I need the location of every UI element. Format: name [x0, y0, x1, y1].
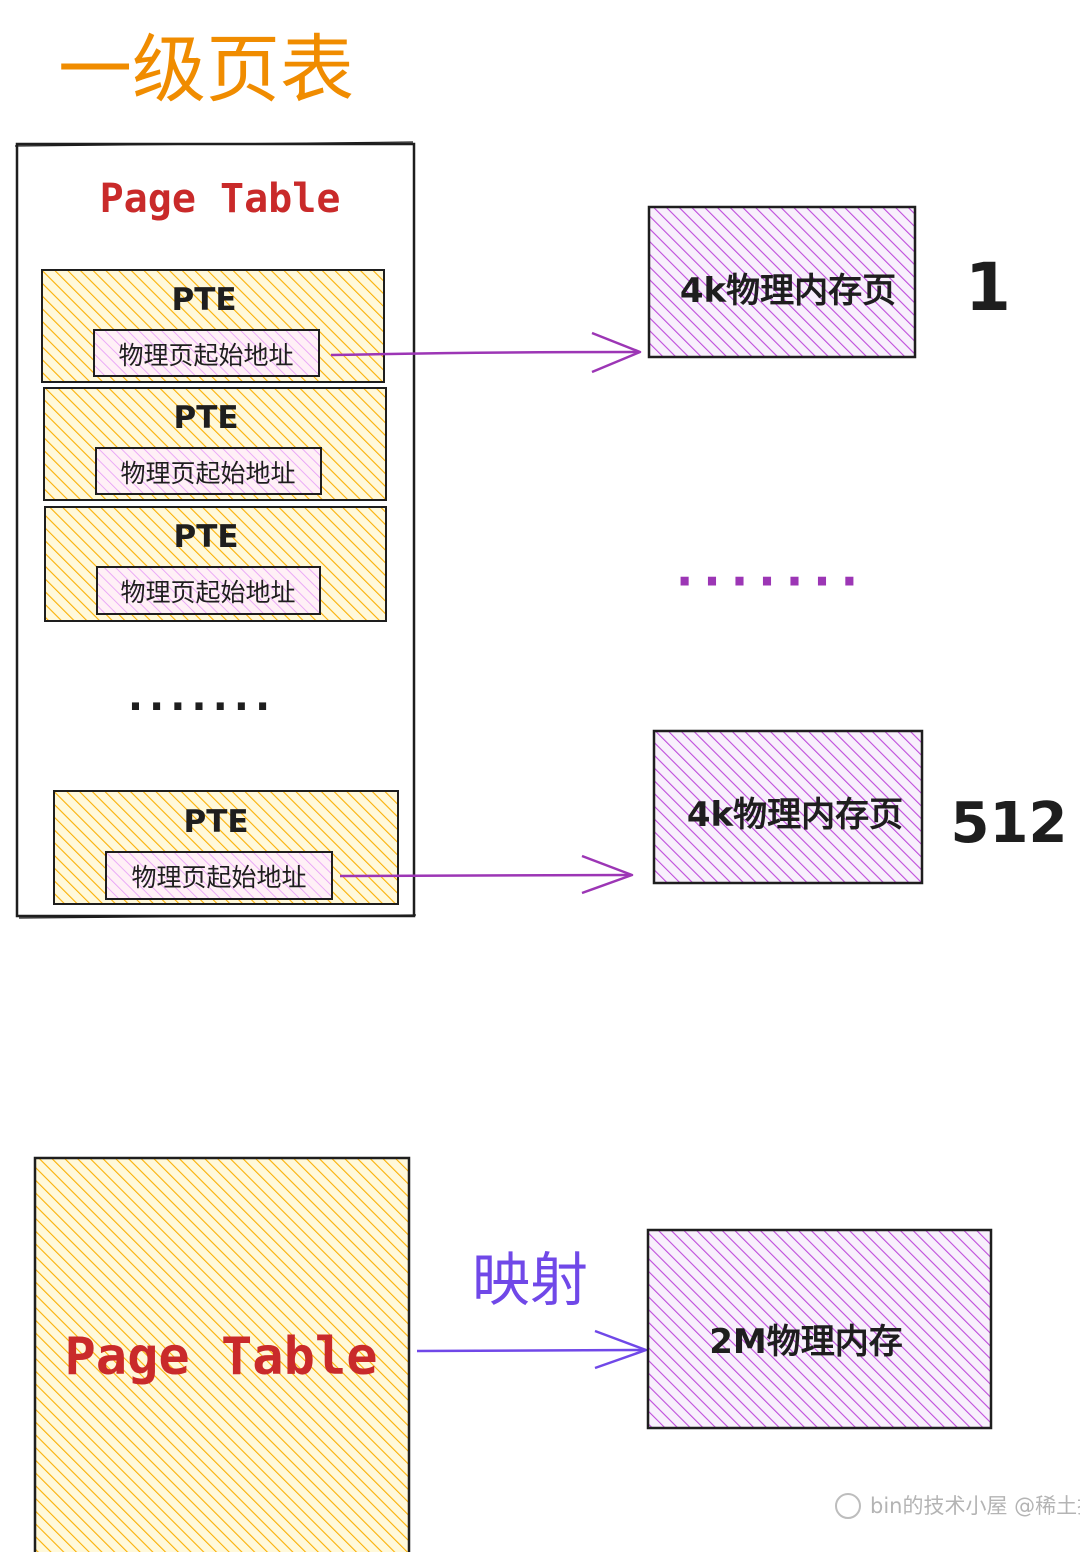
mapping-arrow: [416, 1329, 648, 1370]
huge-physical-page-label: 2M物理内存: [709, 1322, 903, 1362]
pte-entry: PTE 物理页起始地址: [44, 506, 387, 622]
pte-address-field: 物理页起始地址: [95, 447, 322, 495]
wechat-icon: [835, 1493, 861, 1519]
pte-address-field: 物理页起始地址: [93, 329, 320, 377]
pte-label: PTE: [173, 400, 238, 436]
pte-entry: PTE 物理页起始地址: [41, 269, 385, 383]
physical-page: 4k物理内存页: [647, 205, 917, 359]
large-page-table: Page Table: [33, 1156, 411, 1552]
pte-address-label: 物理页起始地址: [120, 459, 295, 488]
pte-address-field: 物理页起始地址: [96, 566, 321, 615]
pte-address-label: 物理页起始地址: [120, 578, 295, 607]
physical-page-label: 4k物理内存页: [680, 271, 896, 311]
pte-entry: PTE 物理页起始地址: [43, 387, 387, 501]
watermark-text: bin的技术小屋 @稀土掘金技术社区: [870, 1494, 1080, 1518]
physical-page: 4k物理内存页: [652, 729, 924, 885]
pte-address-label: 物理页起始地址: [118, 341, 293, 370]
pte-entry: PTE 物理页起始地址: [53, 790, 399, 905]
pte-label: PTE: [173, 519, 238, 555]
huge-physical-page: 2M物理内存: [646, 1228, 993, 1430]
physical-page-label: 4k物理内存页: [687, 795, 903, 835]
pte-label: PTE: [183, 804, 248, 840]
page-index: 1: [965, 249, 1011, 326]
pte-address-label: 物理页起始地址: [131, 863, 306, 892]
pages-ellipsis: ·······: [676, 554, 868, 608]
large-page-table-label: Page Table: [64, 1327, 377, 1387]
diagram-title: 一级页表: [58, 27, 354, 113]
top-page-table-label: Page Table: [100, 176, 341, 222]
pte-address-field: 物理页起始地址: [105, 851, 333, 900]
watermark: bin的技术小屋 @稀土掘金技术社区: [835, 1493, 1080, 1519]
mapping-label: 映射: [472, 1246, 588, 1314]
page-index: 512: [951, 791, 1068, 856]
pte-to-page-arrow: [339, 854, 634, 895]
table-ellipsis: ·······: [128, 684, 276, 730]
pte-label: PTE: [171, 282, 236, 318]
pte-to-page-arrow: [330, 331, 642, 374]
